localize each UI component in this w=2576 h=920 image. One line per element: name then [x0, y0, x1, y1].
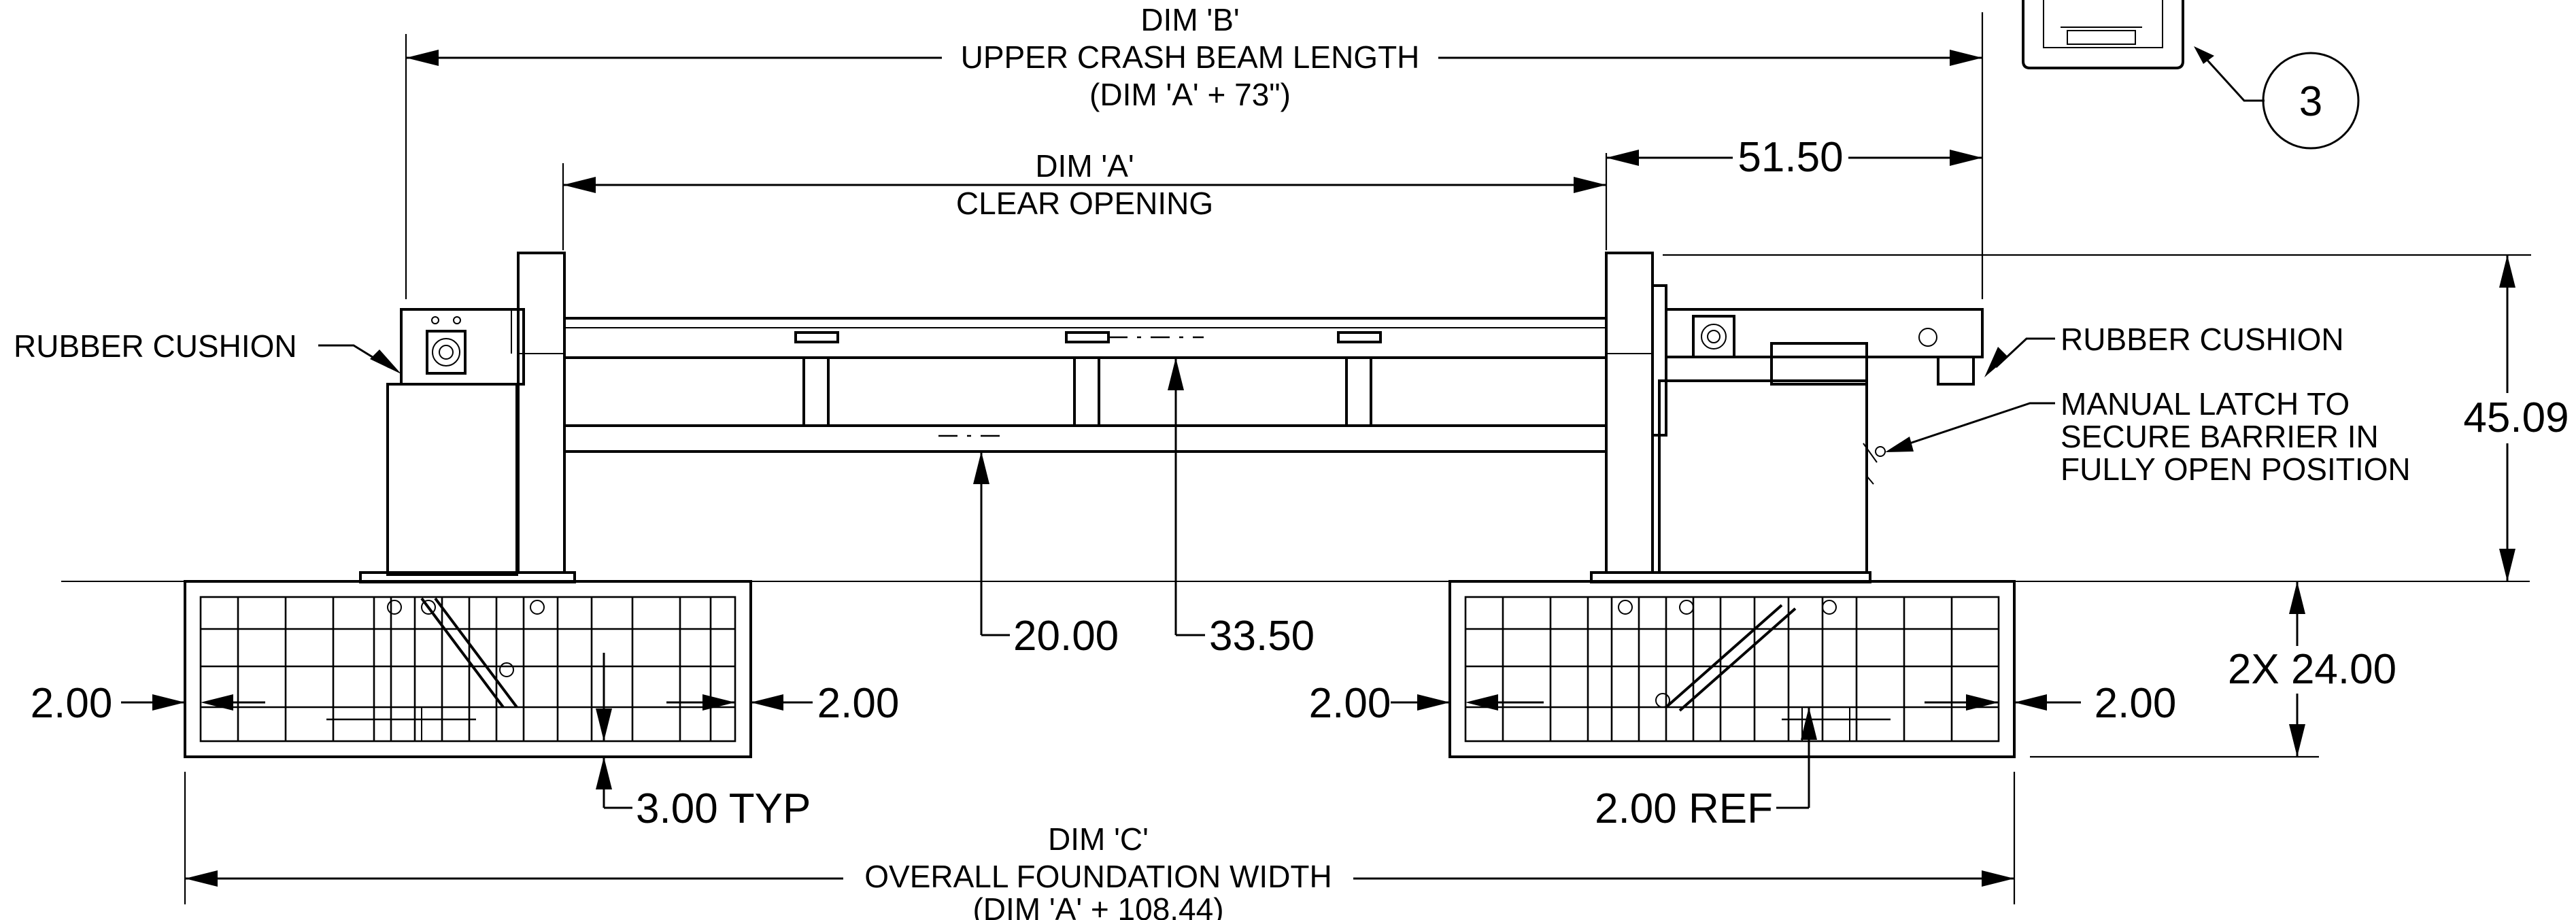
foundation-depth-value: 2X 24.00 [2228, 646, 2396, 693]
dim-overall-height: 45.09 [1663, 254, 2569, 581]
dim-beam-overhang: 51.50 [1606, 134, 1982, 181]
dim-b-label: DIM 'B' [1140, 2, 1239, 37]
left-cage-left-clearance-value: 2.00 [31, 680, 113, 727]
right-cage-right-clearance-value: 2.00 [2095, 680, 2177, 727]
dim-b-formula: (DIM 'A' + 73") [1089, 77, 1291, 112]
dim-lower-beam-height: 20.00 [973, 452, 1119, 660]
callout-rubber-cushion-right: RUBBER CUSHION [1984, 322, 2344, 377]
lower-beam [563, 356, 1608, 453]
dim-post-offset: 2.00 REF [1595, 707, 1817, 832]
balloon-number: 3 [2299, 78, 2322, 125]
dim-a: DIM 'A' CLEAR OPENING [562, 148, 1608, 250]
callout-manual-latch: MANUAL LATCH TO SECURE BARRIER IN FULLY … [1885, 386, 2411, 487]
right-post-assembly [1605, 252, 1984, 574]
manual-latch-line-2: SECURE BARRIER IN [2061, 419, 2379, 454]
dim-foundation-depth: 2X 24.00 [2030, 581, 2396, 758]
dim-a-label: DIM 'A' [1035, 148, 1134, 184]
callout-rubber-cushion-left: RUBBER CUSHION [14, 328, 401, 374]
dim-c: DIM 'C' OVERALL FOUNDATION WIDTH (DIM 'A… [184, 772, 2016, 920]
right-foundation [1448, 571, 2016, 758]
manual-latch-line-1: MANUAL LATCH TO [2061, 386, 2350, 422]
dim-c-description: OVERALL FOUNDATION WIDTH [864, 859, 1332, 894]
overall-height-value: 45.09 [2463, 394, 2569, 441]
beam-overhang-value: 51.50 [1738, 134, 1843, 181]
dim-bottom-cover: 3.00 TYP [596, 653, 811, 832]
bottom-cover-value: 3.00 TYP [636, 785, 811, 832]
dim-left-cage-right-clearance: 2.00 [751, 680, 899, 727]
balloon-3: 3 [2194, 46, 2360, 150]
dim-right-cage-right-clearance: 2.00 [2014, 680, 2176, 727]
dim-c-formula: (DIM 'A' + 108.44) [972, 891, 1223, 920]
right-cage-left-clearance-value: 2.00 [1309, 680, 1391, 727]
dim-c-label: DIM 'C' [1048, 821, 1149, 857]
dim-b-description: UPPER CRASH BEAM LENGTH [961, 39, 1420, 75]
left-foundation [184, 571, 752, 758]
rubber-cushion-right-label: RUBBER CUSHION [2061, 322, 2344, 357]
rubber-cushion-left-label: RUBBER CUSHION [14, 328, 297, 364]
lower-beam-height-value: 20.00 [1013, 613, 1119, 660]
left-cage-right-clearance-value: 2.00 [817, 680, 900, 727]
manual-latch-line-3: FULLY OPEN POSITION [2061, 452, 2411, 487]
dim-right-cage-left-clearance: 2.00 [1309, 680, 1450, 727]
upper-beam-height-value: 33.50 [1209, 613, 1315, 660]
dim-left-cage-left-clearance: 2.00 [31, 680, 185, 727]
post-offset-value: 2.00 REF [1595, 785, 1773, 832]
upper-crash-beam [563, 317, 1608, 359]
dim-left-cage-inner-arrows [201, 694, 735, 711]
detail-view-fragment [2022, 0, 2184, 69]
left-post-assembly [386, 252, 566, 576]
dim-a-description: CLEAR OPENING [956, 186, 1213, 221]
dim-b: DIM 'B' UPPER CRASH BEAM LENGTH (DIM 'A'… [405, 2, 1984, 299]
dim-right-cage-inner-arrows [1465, 694, 1999, 711]
dim-upper-beam-height: 33.50 [1168, 358, 1315, 660]
